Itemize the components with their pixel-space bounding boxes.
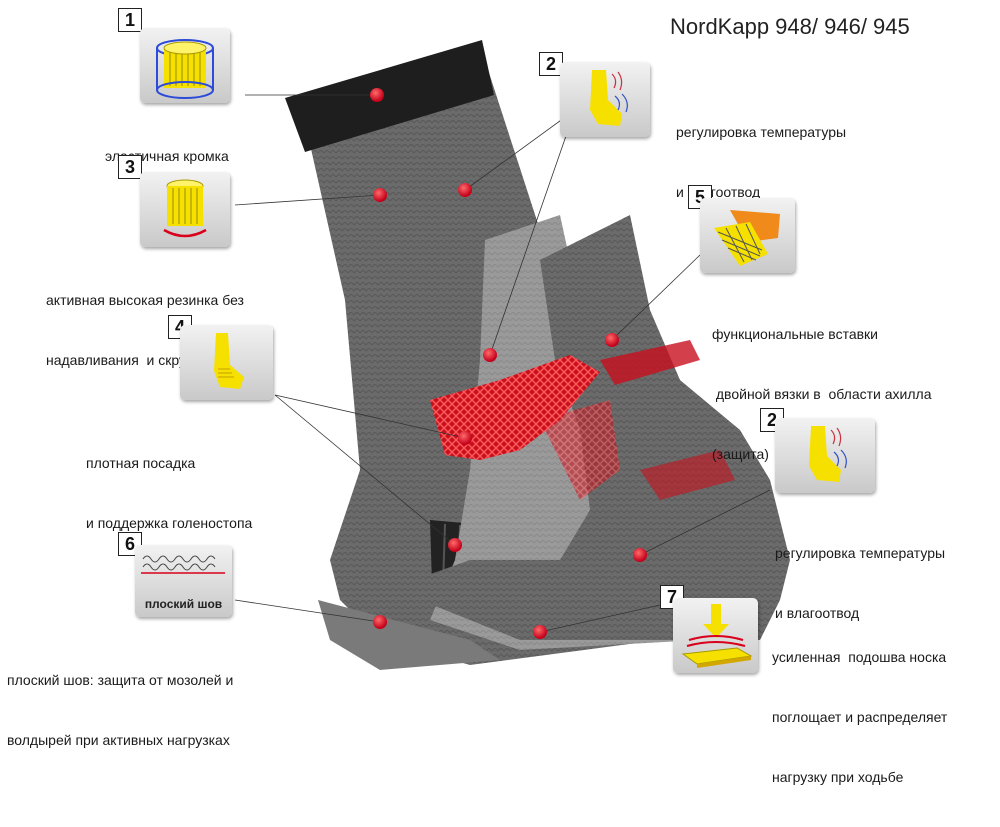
feature-number-6: 6	[118, 532, 142, 556]
feature-label-5: функциональные вставки двойной вязки в о…	[712, 284, 932, 504]
feature-number-1: 1	[118, 8, 142, 32]
tile-flat-seam: плоский шов	[135, 545, 232, 617]
feature-label-5-line-1: функциональные вставки	[712, 326, 878, 342]
flat-seam-icon	[141, 555, 225, 574]
feature-label-7-line-3: нагрузку при ходьбе	[772, 769, 904, 785]
feature-label-6: плоский шов: защита от мозолей и волдыре…	[7, 630, 233, 790]
tile-elastic-cuff	[140, 28, 230, 103]
leader-lines	[234, 94, 771, 633]
page-title: NordKapp 948/ 946/ 945	[670, 14, 910, 39]
tile-reinforced-sole	[673, 598, 758, 673]
feature-label-2a-line-1: регулировка температуры	[676, 124, 847, 140]
feature-number-3: 3	[118, 155, 142, 179]
marker-dots	[370, 88, 647, 639]
feature-label-2b-line-1: регулировка температуры	[775, 545, 946, 561]
feature-label-7: усиленная подошва носка поглощает и расп…	[772, 607, 947, 827]
feature-label-4-line-2: и поддержка голеностопа	[86, 515, 253, 531]
feature-label-3: активная высокая резинка без надавливани…	[46, 250, 244, 410]
diagram: NordKapp 948/ 946/ 945 1 эластичная кром…	[7, 8, 947, 785]
reinforced-sole-icon	[681, 604, 753, 668]
tile-ankle-support	[180, 325, 273, 400]
socks-illustration	[234, 40, 790, 670]
feature-label-4-line-1: плотная посадка	[86, 455, 196, 471]
double-knit-insert-icon	[714, 210, 780, 266]
foot-temperature-icon	[590, 70, 628, 126]
foot-temperature-icon	[809, 426, 847, 482]
feature-label-7-line-2: поглощает и распределяет	[772, 709, 948, 725]
feature-label-6-line-2: волдырей при активных нагрузках	[7, 732, 230, 748]
ankle-support-icon	[214, 333, 244, 389]
flat-seam-caption: плоский шов	[144, 597, 223, 611]
feature-label-7-line-1: усиленная подошва носка	[772, 649, 947, 665]
tile-achilles-insert	[700, 198, 795, 273]
feature-label-2b-line-2: и влагоотвод	[775, 605, 860, 621]
tile-temperature-top	[560, 62, 650, 137]
feature-label-4: плотная посадка и поддержка голеностопа	[86, 413, 252, 573]
feature-label-5-line-3: (защита)	[712, 446, 769, 462]
ankle-insert	[430, 355, 600, 460]
feature-label-6-line-1: плоский шов: защита от мозолей и	[7, 672, 234, 688]
feature-label-5-line-2: двойной вязки в области ахилла	[712, 386, 932, 402]
feature-label-2b: регулировка температуры и влагоотвод	[775, 503, 945, 663]
tile-high-rib	[140, 172, 230, 247]
elastic-cuff-icon	[156, 39, 214, 99]
feature-label-3-line-1: активная высокая резинка без	[46, 292, 244, 308]
rib-cuff-icon	[163, 179, 207, 238]
tile-temperature-bottom	[775, 418, 875, 493]
